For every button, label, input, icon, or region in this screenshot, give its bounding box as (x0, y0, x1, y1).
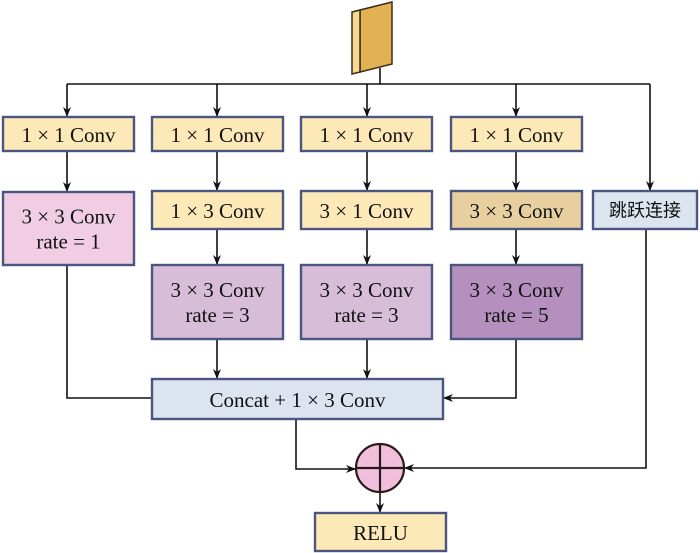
node-b2-conv1x3: 1 × 3 Conv (150, 189, 285, 231)
node-label: 1 × 1 Conv (469, 123, 564, 147)
node-label: 3 × 1 Conv (319, 199, 414, 223)
node-label: RELU (353, 521, 408, 545)
node-box (591, 189, 699, 231)
input-block-front (359, 1, 393, 73)
node-label: 3 × 3 Conv (469, 199, 564, 223)
node-box (150, 115, 285, 153)
arrow-concat-to-sum (295, 419, 356, 473)
node-box (150, 263, 285, 341)
node-sublabel: rate = 5 (484, 303, 548, 327)
node-b3-conv1x1: 1 × 1 Conv (299, 115, 434, 153)
node-concat: Concat + 1 × 3 Conv (150, 377, 445, 421)
input-feature-map-icon (351, 1, 393, 75)
node-sublabel: rate = 3 (185, 303, 249, 327)
sum-node (354, 442, 406, 494)
input-block-top (351, 1, 393, 13)
line-b1-to-concat (66, 265, 152, 399)
node-box (449, 263, 584, 341)
node-box (1, 115, 136, 153)
arrow-b4-dil-to-concat (443, 339, 517, 402)
node-box (150, 189, 285, 231)
node-label: 跳跃连接 (609, 201, 681, 222)
node-b4-conv3x3: 3 × 3 Conv (449, 189, 584, 231)
node-b4-conv1x1: 1 × 1 Conv (449, 115, 584, 153)
node-skip: 跳跃连接 (591, 189, 699, 231)
node-label: 3 × 3 Conv (319, 278, 414, 302)
node-sublabel: rate = 3 (334, 303, 398, 327)
node-b2-conv1x1: 1 × 1 Conv (150, 115, 285, 153)
node-b1-conv1x1: 1 × 1 Conv (1, 115, 136, 153)
node-b3-conv3x1: 3 × 1 Conv (299, 189, 434, 231)
node-label: 3 × 3 Conv (21, 205, 116, 229)
node-box (150, 377, 445, 421)
node-label: 3 × 3 Conv (469, 278, 564, 302)
node-relu: RELU (313, 511, 448, 553)
node-box (313, 511, 448, 553)
node-label: 1 × 1 Conv (170, 123, 265, 147)
node-sublabel: rate = 1 (36, 230, 100, 254)
node-label: 1 × 3 Conv (170, 199, 265, 223)
node-box (1, 190, 136, 267)
node-box (449, 189, 584, 231)
arrow-skip-to-sum (404, 229, 647, 472)
node-box (299, 115, 434, 153)
node-box (299, 263, 434, 341)
node-box (449, 115, 584, 153)
node-label: 1 × 1 Conv (21, 123, 116, 147)
node-label: 1 × 1 Conv (319, 123, 414, 147)
node-label: Concat + 1 × 3 Conv (210, 388, 386, 412)
node-label: 3 × 3 Conv (170, 278, 265, 302)
input-block-side (351, 9, 361, 75)
node-box (299, 189, 434, 231)
